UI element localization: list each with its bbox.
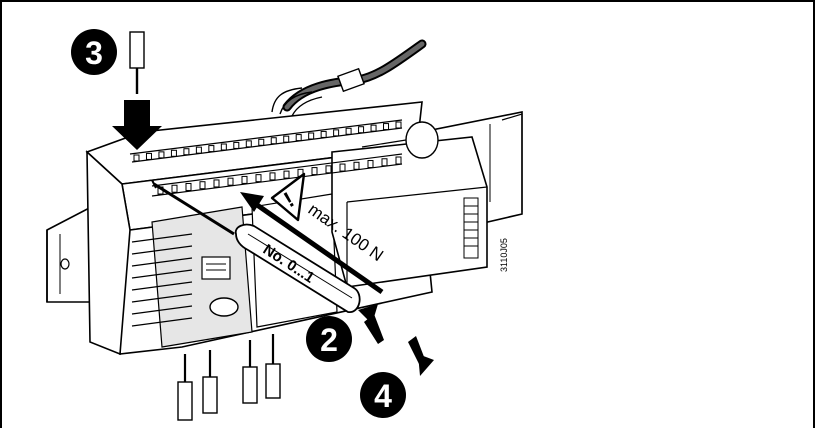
terminal-slot — [367, 160, 374, 169]
terminal-slot — [208, 145, 215, 153]
terminal-slot — [233, 141, 240, 149]
terminal-slot — [185, 182, 192, 191]
terminal-slot — [345, 127, 352, 135]
screwdriver — [151, 179, 361, 313]
terminal-slot — [170, 149, 177, 157]
terminal-slot — [353, 161, 360, 170]
release-arrows-icon — [358, 304, 434, 376]
terminal-slot — [245, 140, 252, 148]
drawing-id: 3110J05 — [499, 238, 509, 272]
terminal-slot — [270, 137, 277, 145]
terminal-slot — [145, 152, 152, 160]
svg-text:3: 3 — [85, 35, 103, 71]
terminal-slot — [171, 184, 178, 193]
terminal-row-top — [129, 119, 403, 163]
push-down-arrow-icon — [112, 100, 162, 150]
terminal-slot — [283, 135, 290, 143]
svg-text:4: 4 — [374, 378, 392, 414]
step-2-badge: 2 — [306, 316, 352, 362]
terminal-slot — [158, 151, 165, 159]
terminal-slot — [381, 158, 388, 167]
terminal-slot — [320, 130, 327, 138]
warning-triangle-icon: ! — [270, 172, 306, 222]
terminal-slot — [333, 129, 340, 137]
terminal-slot — [220, 143, 227, 151]
terminal-row-front — [151, 153, 403, 197]
svg-text:2: 2 — [320, 322, 338, 358]
terminal-slot — [195, 146, 202, 154]
terminal-slot — [295, 134, 302, 142]
terminal-slot — [308, 132, 315, 140]
wire-step-3 — [129, 31, 145, 94]
terminal-slot — [395, 156, 402, 165]
terminal-slots — [133, 121, 402, 195]
terminal-slot — [133, 154, 140, 162]
force-arrow-icon — [240, 192, 384, 295]
controller-device — [85, 101, 488, 356]
terminal-slot — [255, 174, 262, 183]
terminal-slot — [311, 167, 318, 176]
terminal-slot — [383, 123, 390, 131]
terminal-slot — [258, 138, 265, 146]
terminal-slot — [325, 165, 332, 174]
terminal-slot — [183, 148, 190, 156]
step-3-badge: 3 — [71, 29, 117, 75]
terminal-slot — [395, 121, 402, 129]
terminal-slot — [199, 181, 206, 190]
terminal-slot — [213, 179, 220, 188]
terminal-slot — [358, 126, 365, 134]
terminal-slot — [339, 163, 346, 172]
terminal-slot — [227, 177, 234, 186]
terminal-slot — [241, 175, 248, 184]
terminal-slot — [283, 170, 290, 179]
terminal-slot — [269, 172, 276, 181]
wires-bottom — [177, 334, 281, 421]
terminal-slot — [370, 124, 377, 132]
step-4-badge: 4 — [360, 372, 406, 418]
cable — [271, 39, 427, 117]
